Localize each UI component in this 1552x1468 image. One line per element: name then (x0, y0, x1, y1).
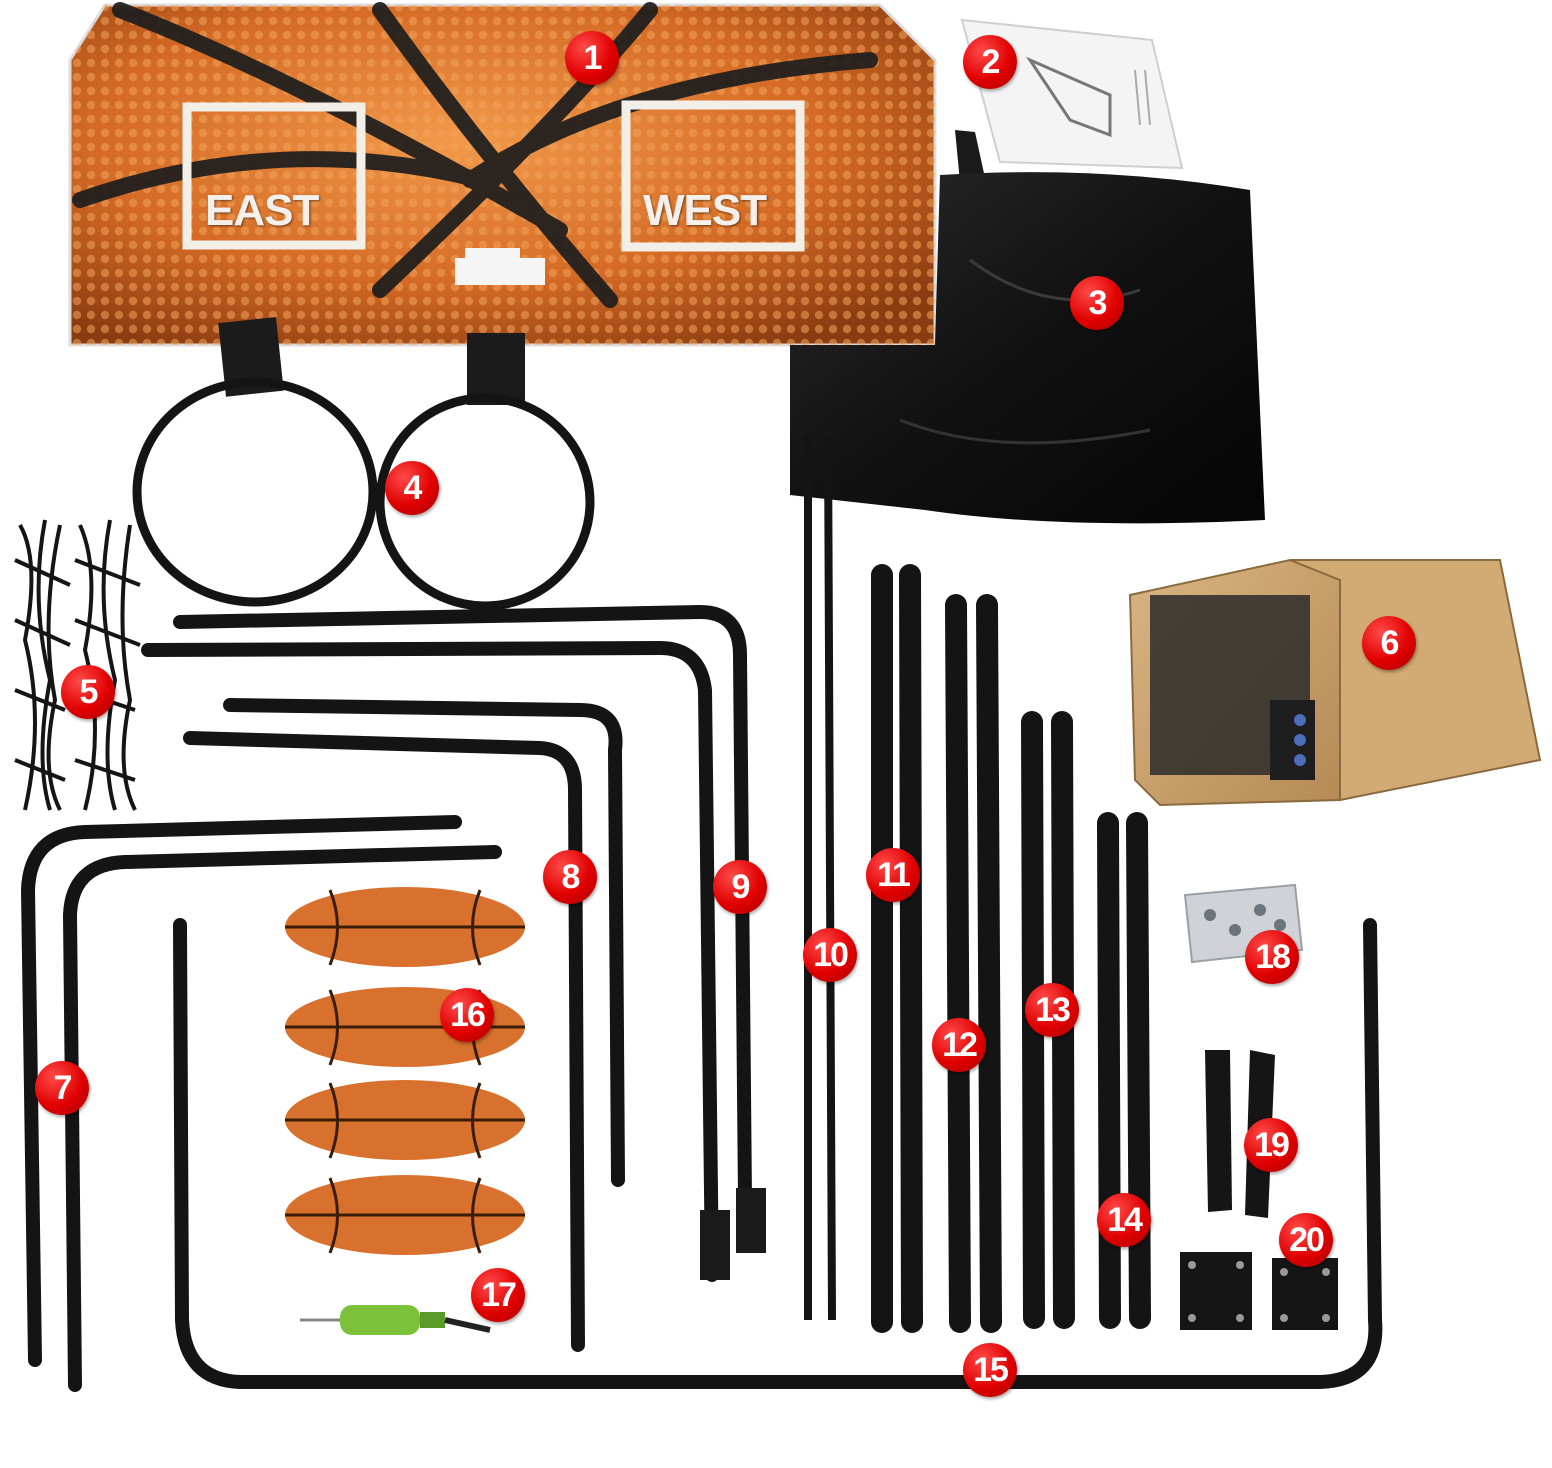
instruction-manual (960, 18, 1184, 170)
curved-tubes (20, 604, 1383, 1392)
callout-14: 14 (1097, 1193, 1151, 1247)
callout-10: 10 (803, 928, 857, 982)
callout-1: 1 (565, 31, 619, 85)
callout-16: 16 (440, 988, 494, 1042)
callout-9: 9 (713, 860, 767, 914)
callout-13: 13 (1025, 983, 1079, 1037)
hardware-box (1128, 558, 1542, 807)
callout-5: 5 (61, 665, 115, 719)
callout-6: 6 (1362, 616, 1416, 670)
callout-18: 18 (1245, 930, 1299, 984)
callout-17: 17 (471, 1268, 525, 1322)
callout-3: 3 (1070, 276, 1124, 330)
air-pump (300, 1305, 491, 1335)
callout-19: 19 (1244, 1118, 1298, 1172)
mounting-plates (1180, 1252, 1338, 1330)
callout-8: 8 (543, 850, 597, 904)
callout-4: 4 (385, 461, 439, 515)
callout-20: 20 (1279, 1213, 1333, 1267)
backboard-label-east: EAST (205, 186, 319, 235)
brace-rods (804, 434, 836, 1321)
callout-12: 12 (932, 1018, 986, 1072)
deflated-balls (285, 887, 525, 1255)
callout-2: 2 (963, 35, 1017, 89)
backboard (68, 2, 937, 347)
callout-7: 7 (35, 1061, 89, 1115)
storage-bag (790, 130, 1265, 524)
hoop-rims (132, 317, 595, 611)
backboard-label-west: WEST (643, 186, 767, 235)
nets (14, 519, 141, 811)
callout-11: 11 (866, 848, 920, 902)
tube-sleeves (700, 1188, 766, 1280)
callout-15: 15 (963, 1343, 1017, 1397)
